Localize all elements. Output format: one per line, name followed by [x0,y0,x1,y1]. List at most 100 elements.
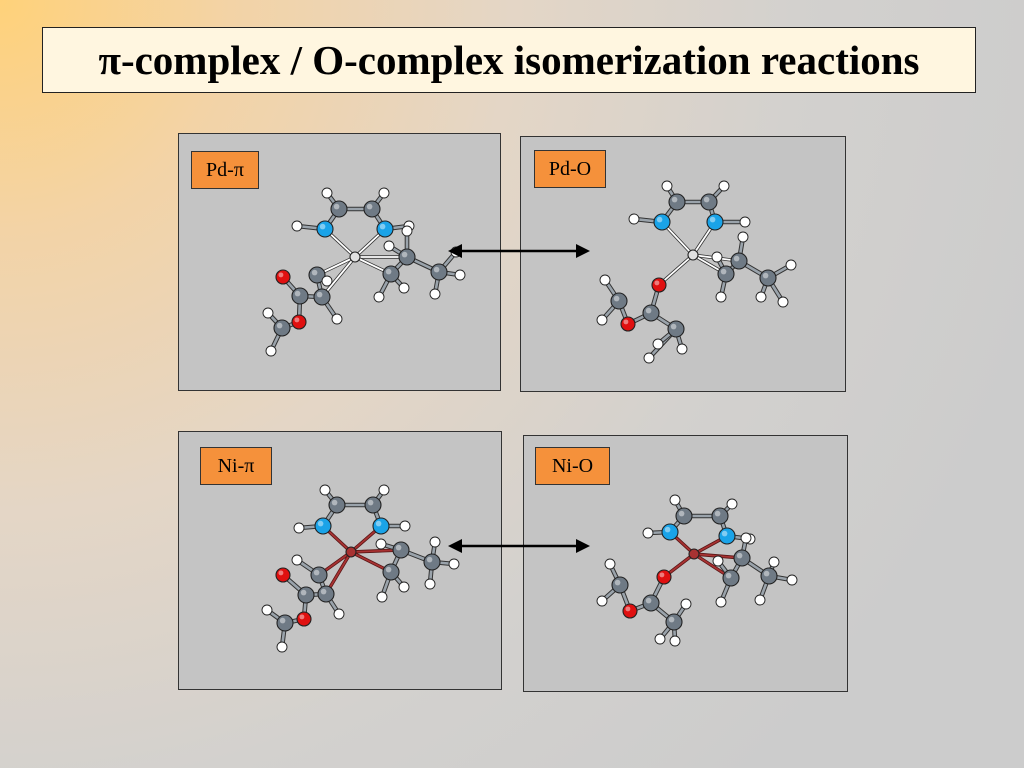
carbon-atom [665,613,683,631]
atom-highlight [762,272,769,279]
atom-highlight [678,510,685,517]
atom-highlight [736,552,743,559]
atom-highlight [606,560,611,565]
atom-highlight [375,293,380,298]
hydrogen-atom [429,536,441,548]
oxygen-atom [275,269,291,285]
hydrogen-atom [654,633,666,645]
metal-atom [688,548,700,560]
carbon-atom [642,304,660,322]
molecule-pd-pi [262,187,466,357]
atom-highlight [295,524,300,529]
hydrogen-atom [596,595,608,607]
carbon-atom [423,553,441,571]
hydrogen-atom [785,259,797,271]
atom-highlight [331,499,338,506]
atom-highlight [335,610,340,615]
atom-highlight [294,290,301,297]
atom-highlight [278,570,284,576]
atom-highlight [313,569,320,576]
atom-highlight [321,486,326,491]
hydrogen-atom [643,352,655,364]
carbon-atom [276,614,294,632]
hydrogen-atom [291,220,303,232]
carbon-atom [297,586,315,604]
hydrogen-atom [726,498,738,510]
oxygen-atom [275,567,291,583]
atom-highlight [366,203,373,210]
hydrogen-atom [429,288,441,300]
carbon-atom [363,200,381,218]
atom-highlight [654,280,660,286]
atom-highlight [317,520,324,527]
atom-highlight [378,593,383,598]
ni-equilibrium-arrow [448,539,590,553]
atom-highlight [380,189,385,194]
hydrogen-atom [661,180,673,192]
atom-highlight [671,637,676,642]
carbon-atom [310,566,328,584]
label-ni-pi: Ni-π [200,447,272,485]
hydrogen-atom [378,187,390,199]
atom-highlight [385,242,390,247]
atom-highlight [311,269,318,276]
carbon-atom [273,319,291,337]
carbon-atom [398,248,416,266]
carbon-atom [291,287,309,305]
nitrogen-atom [653,213,671,231]
oxygen-atom [620,316,636,332]
carbon-atom [675,507,693,525]
atom-highlight [671,496,676,501]
atom-highlight [720,268,727,275]
hydrogen-atom [711,251,723,263]
hydrogen-atom [261,604,273,616]
atom-highlight [645,597,652,604]
hydrogen-atom [754,594,766,606]
atom-highlight [323,189,328,194]
atom-highlight [645,354,650,359]
atom-highlight [614,579,621,586]
atom-highlight [264,309,269,314]
hydrogen-atom [448,558,460,570]
atom-highlight [739,233,744,238]
carbon-atom [328,496,346,514]
atom-highlight [293,222,298,227]
atom-highlight [385,268,392,275]
atom-highlight [682,600,687,605]
hydrogen-atom [383,240,395,252]
hydrogen-atom [398,282,410,294]
carbon-atom [308,266,326,284]
atom-highlight [279,617,286,624]
hydrogen-atom [373,291,385,303]
atom-highlight [656,635,661,640]
atom-highlight [728,500,733,505]
hydrogen-atom [680,598,692,610]
hydrogen-atom [669,635,681,647]
hydrogen-atom [715,291,727,303]
atom-highlight [625,606,631,612]
title-box: π-complex / O-complex isomerization reac… [42,27,976,93]
atom-highlight [276,322,283,329]
hydrogen-atom [276,641,288,653]
carbon-atom [760,567,778,585]
carbon-atom [392,541,410,559]
atom-highlight [671,196,678,203]
atom-highlight [375,520,382,527]
carbon-atom [364,496,382,514]
label-ni-o: Ni-O [535,447,610,485]
carbon-atom [317,585,335,603]
atom-highlight [367,499,374,506]
atom-highlight [278,643,283,648]
hydrogen-atom [642,527,654,539]
hydrogen-atom [378,484,390,496]
atom-highlight [709,216,716,223]
atom-highlight [663,182,668,187]
atom-highlight [714,510,721,517]
atom-highlight [405,222,410,227]
hydrogen-atom [755,291,767,303]
atom-highlight [668,616,675,623]
oxygen-atom [656,569,672,585]
oxygen-atom [291,314,307,330]
atom-highlight [713,253,718,258]
hydrogen-atom [424,578,436,590]
